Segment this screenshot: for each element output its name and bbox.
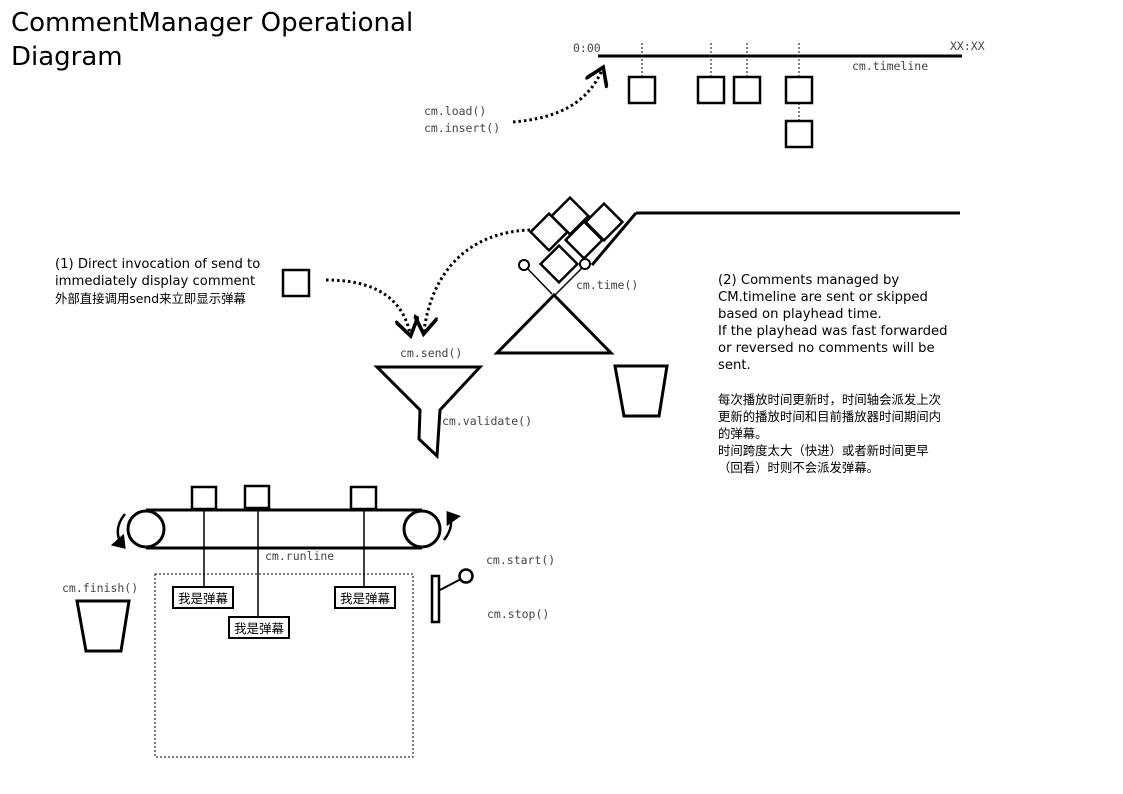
timeline-send-arrow xyxy=(424,228,531,331)
dispatch-splitter xyxy=(493,292,615,355)
timeline-end-label: XX:XX xyxy=(950,39,985,53)
gate-knob xyxy=(579,258,591,270)
start-stop-switch xyxy=(430,574,441,624)
note-direct-send: (1) Direct invocation of send to immedia… xyxy=(55,256,260,307)
feed-chute xyxy=(590,212,638,266)
validate-call-label: cm.validate() xyxy=(442,414,532,428)
start-call-label: cm.start() xyxy=(486,553,555,567)
note-timeline-line3: based on playhead time. xyxy=(718,307,882,322)
note-timeline-zh4: 时间跨度太大（快进）或者新时间更早 xyxy=(718,443,929,458)
note-timeline-line4: If the playhead was fast forwarded xyxy=(718,324,948,339)
comment-stage xyxy=(154,573,414,758)
note-timeline-line1: (2) Comments managed by xyxy=(718,273,900,288)
conveyor-roller-right xyxy=(402,509,442,549)
timeline-comment xyxy=(732,75,762,105)
gate-knob xyxy=(518,259,530,271)
timeline-comment xyxy=(627,75,657,105)
gate-lever xyxy=(524,265,553,295)
note-direct-send-line1: (1) Direct invocation of send to xyxy=(55,257,261,272)
direct-comment xyxy=(281,268,311,298)
timeline: 0:00 XX:XX cm.timeline xyxy=(573,39,985,149)
rotation-arrow-left xyxy=(110,513,126,549)
load-arrow xyxy=(512,70,602,124)
running-comment xyxy=(349,485,378,511)
displayed-comment xyxy=(172,586,234,609)
note-timeline-zh1: 每次播放时间更新时，时间轴会派发上次 xyxy=(718,392,942,407)
runline-label: cm.runline xyxy=(265,549,334,563)
timeline-comment xyxy=(696,75,726,105)
switch-lever xyxy=(439,578,462,591)
displayed-comment-text: 我是弹幕 xyxy=(234,621,285,636)
note-timeline-line2: CM.timeline are sent or skipped xyxy=(718,290,928,305)
finish-call-label: cm.finish() xyxy=(62,581,138,595)
note-timeline-zh3: 的弹幕。 xyxy=(718,426,768,441)
send-call-label: cm.send() xyxy=(400,346,462,360)
queued-comment xyxy=(563,219,605,261)
time-call-label: cm.time() xyxy=(576,278,638,292)
displayed-comment-text: 我是弹幕 xyxy=(178,591,229,606)
direct-send-arrow xyxy=(325,278,410,333)
note-timeline-zh2: 更新的播放时间和目前播放器时间期间内 xyxy=(718,409,942,424)
insert-call-label: cm.insert() xyxy=(424,121,500,135)
switch-knob xyxy=(458,568,474,584)
queued-comment xyxy=(528,211,570,253)
finished-bucket xyxy=(75,599,131,653)
timeline-comment xyxy=(784,75,814,105)
running-comment xyxy=(243,484,271,510)
running-comment xyxy=(190,485,218,511)
skipped-bucket xyxy=(613,364,669,418)
rotation-arrow-right xyxy=(443,510,461,541)
note-direct-send-line2: immediately display comment xyxy=(55,274,256,289)
note-timeline-line5: or reversed no comments will be xyxy=(718,341,935,356)
validate-funnel xyxy=(373,365,484,460)
timeline-comment xyxy=(784,119,814,149)
displayed-comment-text: 我是弹幕 xyxy=(340,591,391,606)
diagram-title: CommentManager Operational Diagram xyxy=(11,6,413,74)
gate-lever xyxy=(554,264,586,296)
timeline-start-label: 0:00 xyxy=(573,41,601,55)
displayed-comment xyxy=(334,586,396,609)
note-timeline-line6: sent. xyxy=(718,358,751,373)
diagram-title-line2: Diagram xyxy=(11,42,123,72)
displayed-comment xyxy=(228,616,290,639)
playhead-dispatcher: cm.time() xyxy=(493,195,960,355)
diagram-title-line1: CommentManager Operational xyxy=(11,8,414,38)
conveyor-roller-left xyxy=(126,509,166,549)
note-direct-send-line3: 外部直接调用send来立即显示弹幕 xyxy=(55,291,246,306)
runline-conveyor: cm.runline xyxy=(110,484,461,563)
load-call-label: cm.load() xyxy=(424,104,486,118)
note-timeline-zh5: （回看）时则不会派发弹幕。 xyxy=(718,460,880,475)
stop-call-label: cm.stop() xyxy=(487,607,549,621)
note-timeline-dispatch: (2) Comments managed by CM.timeline are … xyxy=(718,272,948,476)
queued-comment xyxy=(538,243,580,285)
timeline-name-label: cm.timeline xyxy=(852,59,928,73)
